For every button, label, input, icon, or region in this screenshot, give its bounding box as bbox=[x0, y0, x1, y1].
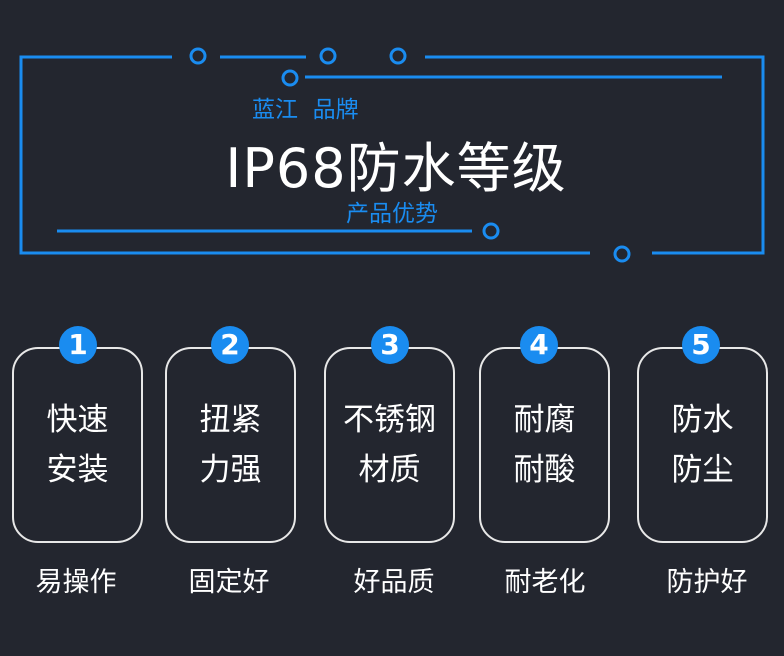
feature-caption-1: 易操作 bbox=[35, 567, 117, 598]
feature-line2: 安装 bbox=[46, 452, 109, 488]
number-badge-1: 1 bbox=[59, 326, 97, 364]
feature-caption-3: 好品质 bbox=[353, 567, 435, 598]
brand-label: 蓝江 品牌 bbox=[252, 97, 359, 123]
feature-caption-5: 防护好 bbox=[666, 567, 748, 598]
feature-caption-4: 耐老化 bbox=[504, 567, 586, 598]
feature-line1: 快速 bbox=[46, 402, 109, 438]
circle-node bbox=[482, 222, 500, 240]
feature-line1: 不锈钢 bbox=[343, 402, 436, 438]
frame-line-outer-left bbox=[19, 55, 590, 255]
number-badge-3: 3 bbox=[371, 326, 409, 364]
feature-line2: 材质 bbox=[358, 452, 421, 488]
feature-card-4: 耐腐耐酸 bbox=[479, 347, 610, 543]
number-badge-4: 4 bbox=[520, 326, 558, 364]
feature-line1: 耐腐 bbox=[513, 402, 576, 438]
circle-node bbox=[613, 245, 631, 263]
feature-line2: 耐酸 bbox=[513, 452, 576, 488]
feature-card-1: 快速安装 bbox=[12, 347, 143, 543]
number-badge-5: 5 bbox=[682, 326, 720, 364]
number-badge-2: 2 bbox=[211, 326, 249, 364]
feature-card-5: 防水防尘 bbox=[637, 347, 768, 543]
feature-caption-2: 固定好 bbox=[188, 567, 270, 598]
frame-line-outer-right bbox=[425, 55, 765, 255]
feature-line1: 防水 bbox=[671, 402, 734, 438]
circle-node bbox=[281, 69, 299, 87]
page-title: IP68防水等级 bbox=[225, 137, 567, 200]
circle-node bbox=[319, 47, 337, 65]
circle-node bbox=[389, 47, 407, 65]
feature-card-3: 不锈钢材质 bbox=[324, 347, 455, 543]
feature-card-2: 扭紧力强 bbox=[165, 347, 296, 543]
feature-line2: 力强 bbox=[199, 452, 262, 488]
page-subtitle: 产品优势 bbox=[346, 201, 438, 227]
circle-node bbox=[189, 47, 207, 65]
feature-line1: 扭紧 bbox=[199, 402, 262, 438]
feature-line2: 防尘 bbox=[671, 452, 734, 488]
